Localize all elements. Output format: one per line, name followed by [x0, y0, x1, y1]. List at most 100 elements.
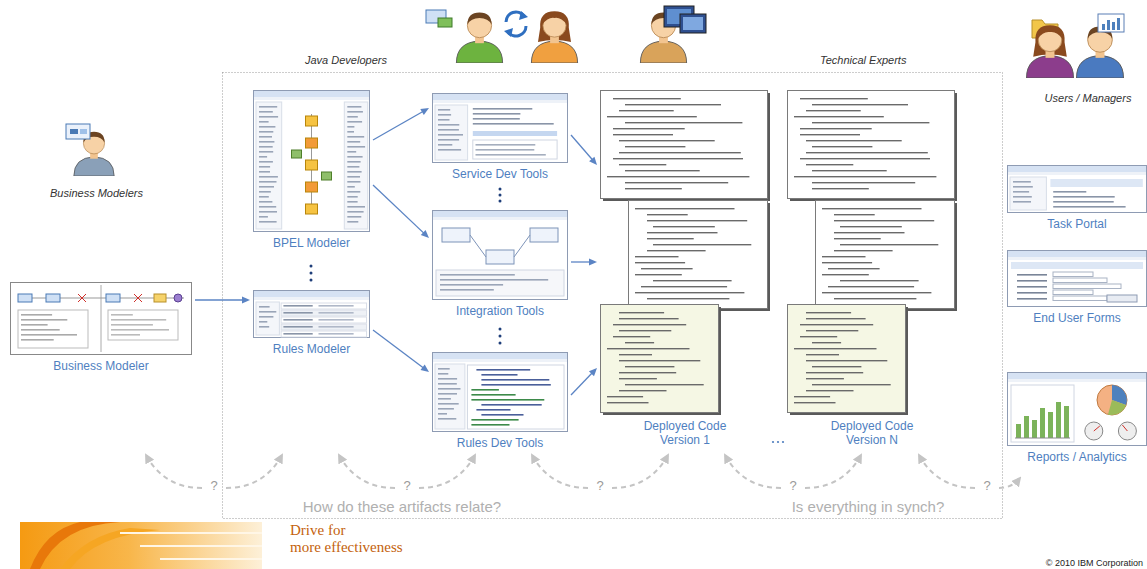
screenshot-image — [1007, 165, 1147, 213]
text-line — [283, 305, 312, 307]
code-line — [806, 152, 928, 153]
text-line — [283, 326, 312, 328]
text-line — [1013, 186, 1033, 188]
text-line — [347, 106, 361, 108]
text-line — [347, 151, 356, 153]
field-label — [1017, 274, 1047, 276]
tool-screenshot: Integration Tools — [432, 210, 568, 318]
connector-line — [571, 135, 593, 161]
window-icon — [438, 18, 452, 27]
code-line — [625, 182, 728, 183]
menu-bar — [254, 97, 369, 100]
field-label — [1017, 286, 1047, 288]
code-line — [641, 286, 727, 287]
node-label: Deployed Code Version N — [822, 419, 922, 447]
text-line — [440, 274, 515, 276]
code-line — [806, 372, 863, 373]
question-mark: ? — [210, 478, 217, 493]
code-line — [840, 244, 938, 245]
text-line — [111, 329, 169, 331]
code-line — [806, 330, 858, 331]
role-label: Technical Experts — [820, 54, 906, 67]
text-line — [259, 146, 273, 148]
dot — [310, 279, 313, 282]
code-line — [613, 336, 650, 337]
tool-screenshot: BPEL Modeler — [253, 90, 370, 250]
text-line — [438, 378, 457, 380]
dot — [310, 265, 313, 268]
window-frame — [1008, 166, 1147, 213]
dashed-arc — [919, 455, 975, 488]
screenshot-image — [253, 290, 370, 338]
user-icons — [1026, 14, 1124, 78]
code-line — [481, 384, 550, 386]
text-line — [440, 279, 548, 281]
side-panel — [344, 102, 367, 229]
code-line — [800, 158, 930, 159]
text-line — [438, 119, 450, 121]
text-line — [473, 123, 554, 125]
modeler-icon — [66, 124, 114, 176]
code-line — [834, 250, 893, 251]
label-holder: Drive for — [290, 521, 345, 539]
header-bar — [1011, 262, 1143, 269]
code-line — [619, 390, 667, 391]
code-line — [812, 342, 841, 343]
side-panel — [1010, 177, 1046, 210]
code-line — [607, 402, 649, 403]
text-line — [259, 116, 278, 118]
text-line — [438, 393, 457, 395]
app-screenshot: Task Portal — [1007, 165, 1147, 231]
field-input — [1053, 296, 1107, 301]
screenshot-image — [253, 90, 370, 232]
component-box — [442, 228, 470, 242]
code-line — [607, 116, 697, 117]
code-page — [816, 201, 955, 309]
code-line — [647, 232, 718, 233]
question-text: Is everything in synch? — [792, 498, 945, 516]
code-line — [822, 256, 866, 257]
text-line — [347, 206, 365, 208]
question-text: How do these artifacts relate? — [303, 498, 501, 516]
dot — [499, 342, 502, 345]
text-line — [259, 216, 268, 218]
label-holder: ? — [596, 476, 603, 494]
code-line — [481, 404, 541, 406]
label-holder: more effectiveness — [290, 538, 403, 556]
side-panel — [256, 102, 282, 229]
title-bar — [254, 91, 369, 97]
text-line — [111, 334, 140, 336]
code-line — [613, 324, 686, 325]
code-line — [607, 348, 690, 349]
text-line — [259, 211, 277, 213]
task-shape — [106, 294, 120, 302]
dot — [499, 194, 502, 197]
chart-bar — [1040, 408, 1045, 438]
code-line — [806, 378, 844, 379]
arrow-head — [421, 230, 429, 238]
code-line — [476, 369, 530, 371]
window-icon — [80, 129, 87, 134]
label-holder: ? — [789, 476, 796, 494]
text-line — [319, 333, 354, 335]
field-input — [1053, 290, 1093, 295]
chart-bar — [1056, 402, 1061, 438]
screenshot-image — [432, 93, 568, 163]
code-line — [625, 122, 742, 123]
title-bar — [433, 94, 567, 100]
gauge — [1118, 422, 1136, 440]
text-line — [111, 324, 153, 326]
code-line — [806, 110, 861, 111]
text-line — [259, 166, 270, 168]
text-line — [347, 166, 359, 168]
screenshot-image — [432, 210, 568, 300]
dotted-region — [223, 73, 1003, 519]
code-line — [481, 379, 549, 381]
code-line — [619, 152, 741, 153]
text-line — [259, 186, 274, 188]
text-line — [259, 106, 277, 108]
title-bar — [433, 211, 567, 217]
text-line — [259, 326, 269, 328]
text-line — [476, 154, 546, 156]
role-label: Users / Managers — [1045, 92, 1132, 105]
